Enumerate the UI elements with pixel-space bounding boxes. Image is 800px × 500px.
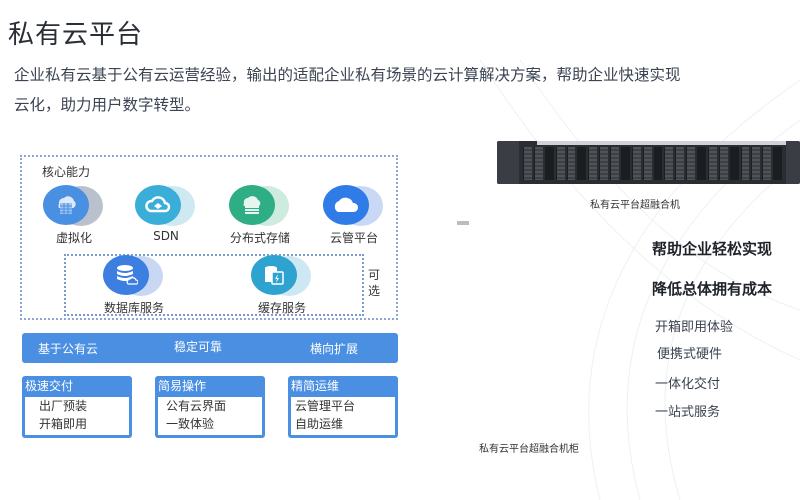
server-cloud-icon [43,185,89,225]
category-title: 简易操作 [158,379,207,393]
category-fast-delivery: 极速交付 出厂预装 开箱即用 [22,376,132,438]
capability-label: 云管平台 [329,231,378,245]
benefit-heading: 降低总体拥有成本 [652,280,773,298]
service-cache[interactable]: 缓存服务 [242,255,322,316]
category-item: 开箱即用 [39,417,88,431]
category-item: 一致体验 [166,417,215,431]
capability-label: SDN [153,229,179,243]
category-item: 出厂预装 [39,399,88,413]
feature-public-cloud: 基于公有云 [38,342,99,356]
capability-distributed-storage[interactable]: 分布式存储 [220,185,300,246]
page-title: 私有云平台 [8,20,144,50]
feature-bar: 基于公有云 稳定可靠 横向扩展 [22,333,398,363]
server-caption: 私有云平台超融合机 [590,200,680,211]
cloud-storage-icon [229,185,275,225]
core-capability-label: 核心能力 [42,165,91,179]
category-item: 自助运维 [295,417,344,431]
cloud-sync-icon [135,185,181,225]
category-item: 云管理平台 [295,399,356,413]
optional-label: 可选 [368,268,381,298]
service-database[interactable]: 数据库服务 [94,255,174,316]
cache-icon [251,255,297,295]
category-title: 极速交付 [25,379,74,393]
benefit-item: 开箱即用体验 [655,320,734,335]
category-title: 精简运维 [291,379,340,393]
category-item: 公有云界面 [166,399,227,413]
service-label: 数据库服务 [103,301,164,315]
capability-label: 虚拟化 [55,231,92,245]
capability-label: 分布式存储 [229,231,290,245]
intro-line-1: 企业私有云基于公有云运营经验，输出的适配企业私有场景的云计算解决方案，帮助企业快… [14,66,681,84]
server-image [497,141,800,184]
feature-scalable: 横向扩展 [310,342,359,356]
capability-sdn[interactable]: SDN [126,185,206,243]
intro-line-2: 云化，助力用户数字转型。 [14,96,201,114]
core-capability-panel: 核心能力 虚拟化 SDN 分布式存储 [20,155,398,320]
capability-virtualization[interactable]: 虚拟化 [34,185,114,246]
benefit-item: 一体化交付 [655,377,721,392]
service-label: 缓存服务 [257,301,306,315]
cloud-icon [323,185,369,225]
database-icon [103,255,149,295]
category-simple-ops: 精简运维 云管理平台 自助运维 [288,376,398,438]
capability-cloud-management[interactable]: 云管平台 [314,185,394,246]
benefit-heading: 帮助企业轻松实现 [652,240,773,258]
intro-text: 企业私有云基于公有云运营经验，输出的适配企业私有场景的云计算解决方案，帮助企业快… [14,60,800,120]
dash-marker [457,221,469,225]
category-easy-operation: 简易操作 公有云界面 一致体验 [155,376,265,438]
benefit-item: 一站式服务 [655,405,721,420]
feature-stable: 稳定可靠 [174,340,223,354]
optional-services-panel: 数据库服务 缓存服务 [64,254,364,316]
rack-caption: 私有云平台超融合机柜 [479,444,579,455]
benefit-item: 便携式硬件 [657,347,723,362]
